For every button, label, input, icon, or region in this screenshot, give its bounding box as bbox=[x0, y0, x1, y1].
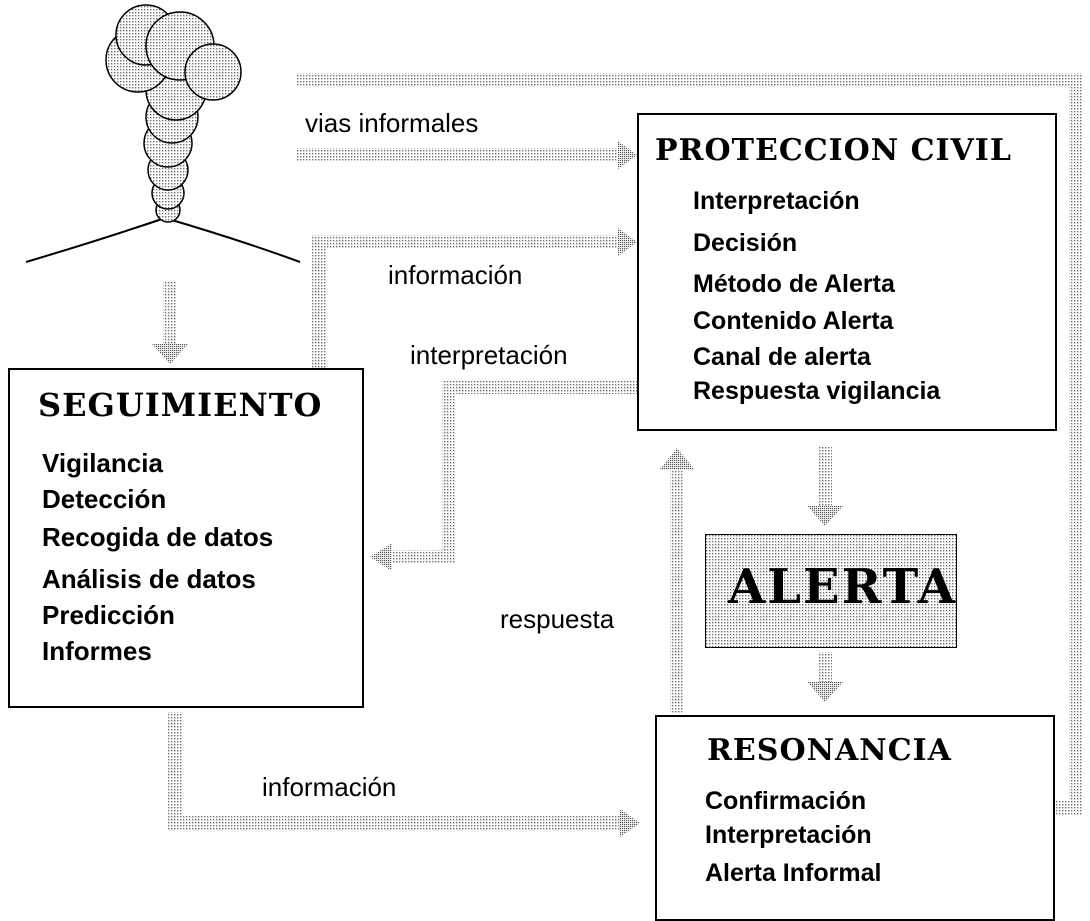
arrow-pc-to-alerta bbox=[807, 446, 843, 526]
proteccion-civil-item: Interpretación bbox=[693, 187, 860, 215]
seguimiento-box: SEGUIMIENTO Vigilancia Detección Recogid… bbox=[8, 368, 364, 708]
volcano-icon bbox=[25, 4, 301, 263]
alerta-title: ALERTA bbox=[728, 559, 957, 615]
arrow-vias-informales bbox=[296, 73, 1083, 822]
arrow-alerta-to-resonancia bbox=[807, 652, 843, 702]
seguimiento-item: Detección bbox=[42, 484, 167, 514]
arrow-informacion-bottom bbox=[168, 712, 640, 837]
proteccion-civil-title: PROTECCION CIVIL bbox=[655, 133, 1012, 168]
label-informacion-bottom: información bbox=[262, 772, 397, 802]
arrow-volcano-to-seguimiento bbox=[152, 282, 188, 364]
arrow-informacion-top bbox=[312, 228, 637, 369]
resonancia-box: RESONANCIA Confirmación Interpretación A… bbox=[655, 715, 1055, 921]
resonancia-item: Alerta Informal bbox=[705, 859, 882, 887]
arrow-respuesta bbox=[659, 448, 695, 713]
seguimiento-item: Recogida de datos bbox=[42, 522, 274, 552]
label-vias-informales: vias informales bbox=[305, 108, 479, 138]
proteccion-civil-box: PROTECCION CIVIL Interpretación Decisión… bbox=[637, 113, 1057, 431]
seguimiento-item: Predicción bbox=[42, 600, 175, 630]
proteccion-civil-item: Decisión bbox=[693, 229, 798, 257]
alerta-box: ALERTA bbox=[705, 534, 957, 648]
label-interpretacion: interpretación bbox=[410, 340, 568, 370]
resonancia-item: Interpretación bbox=[705, 821, 872, 849]
proteccion-civil-item: Contenido Alerta bbox=[693, 307, 894, 335]
resonancia-item: Confirmación bbox=[705, 787, 867, 815]
seguimiento-item: Vigilancia bbox=[42, 448, 163, 478]
label-informacion-top: información bbox=[388, 260, 523, 290]
proteccion-civil-item: Canal de alerta bbox=[693, 343, 871, 371]
resonancia-title: RESONANCIA bbox=[707, 733, 952, 768]
seguimiento-item: Análisis de datos bbox=[42, 564, 256, 594]
label-respuesta: respuesta bbox=[500, 604, 615, 634]
alerta-background bbox=[706, 535, 956, 647]
proteccion-civil-item: Método de Alerta bbox=[693, 270, 895, 298]
arrow-interpretacion bbox=[370, 380, 638, 571]
seguimiento-item: Informes bbox=[42, 636, 152, 666]
seguimiento-title: SEGUIMIENTO bbox=[38, 386, 323, 424]
proteccion-civil-item: Respuesta vigilancia bbox=[693, 377, 941, 405]
